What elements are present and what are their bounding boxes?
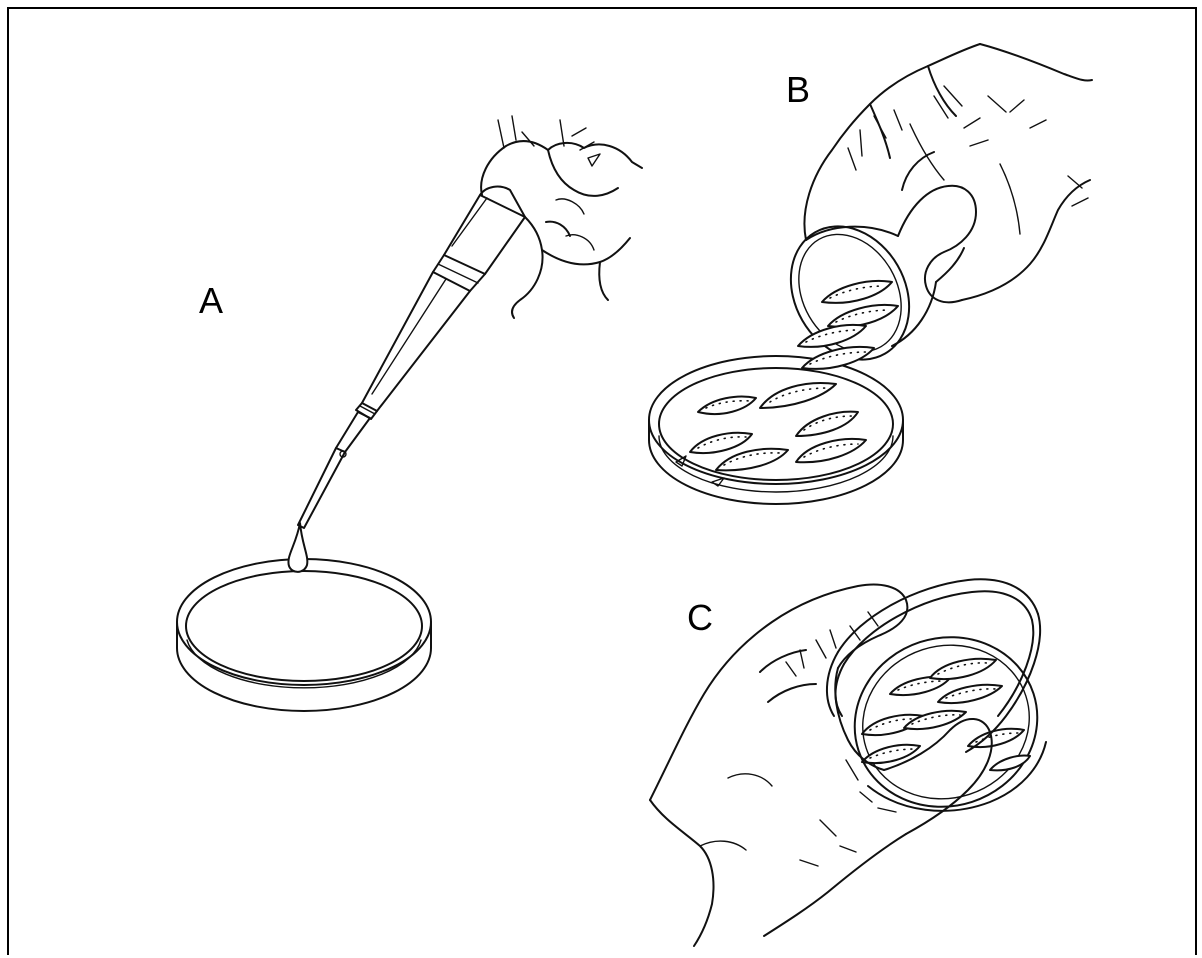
panel-a-hand <box>481 116 642 318</box>
panel-b-petri-dish <box>649 356 903 504</box>
panel-c-label: C <box>687 600 713 636</box>
panel-c-larvae <box>862 659 1030 771</box>
panel-b-label: B <box>786 72 810 108</box>
panel-b-larvae-in-dish <box>676 383 866 486</box>
panel-a-label: A <box>199 283 223 319</box>
panel-a-pipette <box>288 187 525 572</box>
panel-a-petri-dish <box>177 559 431 711</box>
panel-c-hand <box>650 585 992 946</box>
